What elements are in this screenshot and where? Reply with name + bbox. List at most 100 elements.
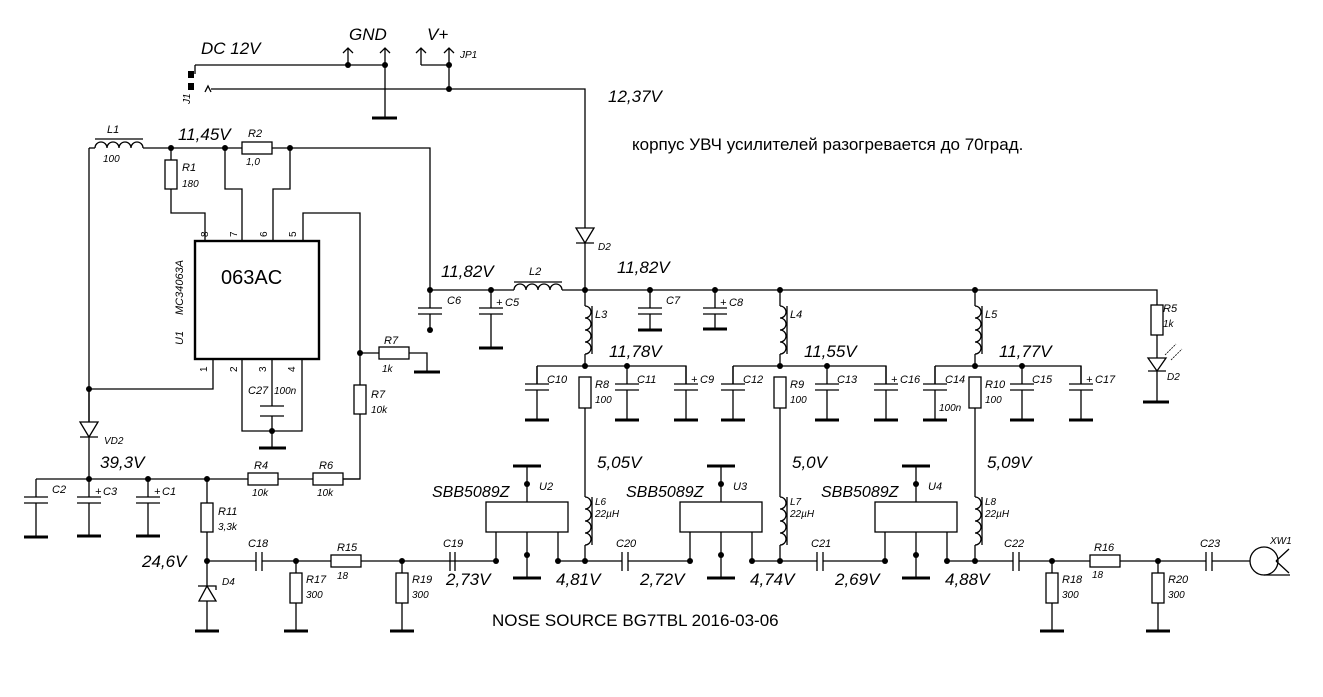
capacitor-c22-icon [1012, 552, 1020, 571]
l4-ref: L4 [790, 309, 802, 321]
coax-connector-icon[interactable] [1249, 546, 1279, 576]
c20-ref: C20 [616, 538, 637, 550]
resistor-r4-icon [247, 472, 279, 486]
voltage-rail: 11,82V [617, 258, 671, 277]
jack-pin-icon [188, 71, 194, 78]
r10-value: 100 [985, 395, 1002, 406]
l2-ref: L2 [529, 266, 541, 278]
resistor-r6-icon [312, 472, 344, 486]
ic-ref: U1 [174, 331, 186, 345]
pin-1: 1 [199, 366, 210, 372]
r17-ref: R17 [306, 574, 327, 586]
resistor-r2-icon [241, 141, 273, 155]
c3-ref: + [95, 486, 102, 498]
r4-value: 10k [252, 488, 269, 499]
c1-plus: + [154, 486, 161, 498]
resistor-r18-icon [1045, 572, 1059, 604]
r8-value: 100 [595, 395, 612, 406]
voltage-u4-in: 2,69V [834, 570, 881, 589]
voltage-l8: 5,09V [987, 453, 1033, 472]
voltage-u2-out: 4,81V [556, 570, 602, 589]
r7b-value: 10k [371, 405, 388, 416]
l1-ref: L1 [107, 124, 119, 136]
r7a-value: 1k [382, 364, 394, 375]
capacitor-c15-icon [1010, 366, 1034, 420]
r10-ref: R10 [985, 379, 1006, 391]
r7a-ref: R7 [384, 335, 399, 347]
c8-ref: C8 [729, 297, 744, 309]
led-d2-icon [1146, 357, 1168, 373]
c19-ref: C19 [443, 538, 463, 550]
u2-part: SBB5089Z [432, 484, 511, 501]
pin-3: 3 [258, 366, 269, 372]
capacitor-c18-icon [255, 552, 263, 571]
r1-value: 180 [182, 179, 199, 190]
c27-ref: C27 [248, 385, 269, 397]
diode-vd2-icon [78, 421, 100, 439]
capacitor-c13-icon [815, 366, 839, 420]
inductor-l5-icon [974, 305, 982, 355]
u4-part: SBB5089Z [821, 484, 900, 501]
u4-ref: U4 [928, 481, 942, 493]
c18-ref: C18 [248, 538, 269, 550]
r5-ref: R5 [1163, 303, 1178, 315]
d4-ref: D4 [222, 577, 235, 588]
led-ref: D2 [1167, 372, 1180, 383]
voltage-l1: 11,45V [178, 125, 232, 144]
schematic-title: NOSE SOURCE BG7TBL 2016-03-06 [492, 611, 779, 630]
r15-ref: R15 [337, 542, 358, 554]
u2-ref: U2 [539, 481, 553, 493]
l8-value: 22µH [984, 509, 1010, 520]
vd2-ref: VD2 [104, 436, 124, 447]
voltage-stage-1: 11,78V [609, 342, 663, 361]
r6-ref: R6 [319, 460, 334, 472]
amplifier-u3-body [679, 501, 763, 533]
u3-ref: U3 [733, 481, 748, 493]
voltage-stage-2: 11,55V [804, 342, 858, 361]
r9-ref: R9 [790, 379, 804, 391]
capacitor-c9-icon [674, 366, 698, 420]
c22-ref: C22 [1004, 538, 1024, 550]
c9-ref: C9 [700, 374, 714, 386]
c14-ref: C14 [945, 374, 965, 386]
voltage-boost: 39,3V [100, 453, 146, 472]
capacitor-c7-icon [638, 290, 662, 330]
resistor-r7b-icon [353, 384, 367, 415]
pin-4: 4 [287, 366, 298, 372]
resistor-r10-icon [968, 376, 982, 409]
r20-value: 300 [1168, 590, 1185, 601]
capacitor-c19-icon [449, 552, 456, 571]
voltage-u4-out: 4,88V [945, 570, 991, 589]
amplifier-u4: U4 SBB5089Z 2,69V 4,88V [821, 464, 991, 589]
zener-d4-icon [197, 584, 218, 602]
pin-2: 2 [229, 366, 240, 372]
resistor-r19-icon [395, 572, 409, 604]
inductor-l7-icon [779, 496, 787, 546]
c12-ref: C12 [743, 374, 763, 386]
vplus-label: V+ [427, 25, 448, 44]
c8-plus: + [720, 297, 727, 309]
r18-ref: R18 [1062, 574, 1083, 586]
voltage-u3-out: 4,74V [750, 570, 796, 589]
l8-ref: L8 [985, 497, 997, 508]
capacitor-c11-icon [615, 366, 639, 420]
r9-value: 100 [790, 395, 807, 406]
diode-d2-icon [574, 227, 596, 245]
resistor-r16-icon [1089, 554, 1121, 568]
gnd-label: GND [349, 25, 387, 44]
inductor-l2-icon [513, 283, 563, 291]
dc-label: DC 12V [201, 39, 262, 58]
c17-ref: C17 [1095, 374, 1116, 386]
c7-ref: C7 [666, 295, 681, 307]
l5-ref: L5 [985, 309, 998, 321]
amplifier-u4-body [874, 501, 958, 533]
r7b-ref: R7 [371, 389, 386, 401]
r16-value: 18 [1092, 570, 1104, 581]
supply-rail: D2 L2 11,82V 11,82V C6 + C5 C7 + C8 [418, 227, 1183, 404]
c5-ref: C5 [505, 297, 520, 309]
xw1-ref: XW1 [1269, 536, 1292, 547]
